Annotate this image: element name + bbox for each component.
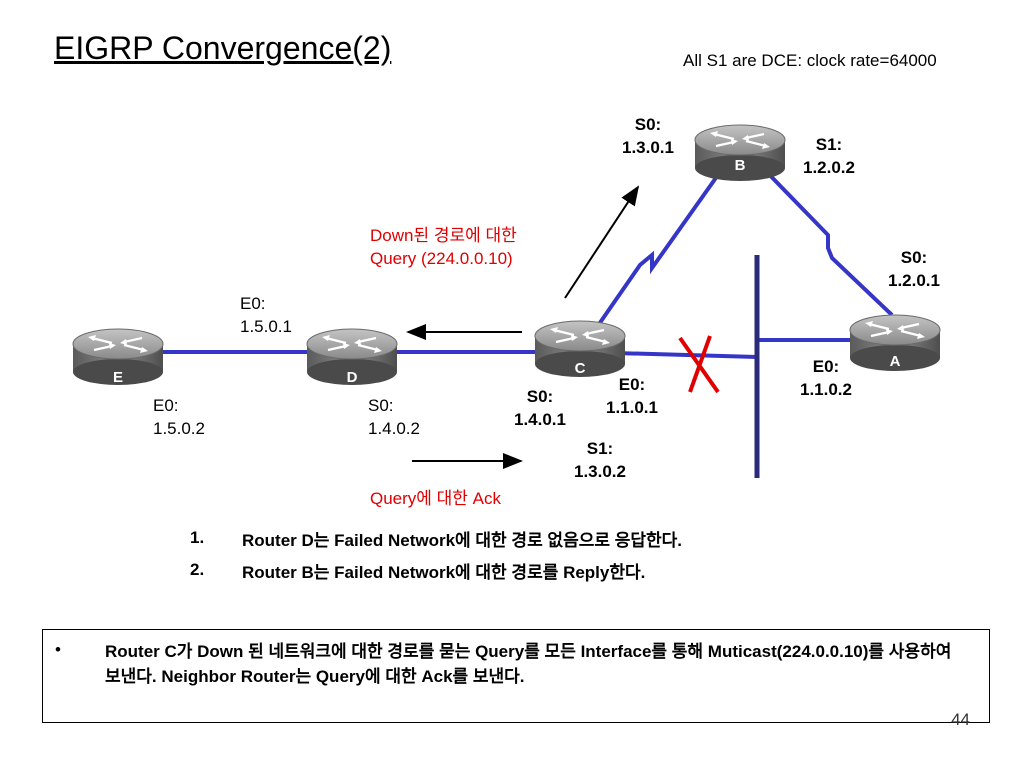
steps-list: 1. Router D는 Failed Network에 대한 경로 없음으로 … bbox=[190, 522, 682, 586]
link-failure-x-icon bbox=[678, 335, 720, 394]
router-a: A bbox=[848, 313, 942, 373]
router-e-label: E bbox=[113, 369, 123, 386]
dce-clock-note: All S1 are DCE: clock rate=64000 bbox=[683, 51, 937, 70]
step-item: 1. Router D는 Failed Network에 대한 경로 없음으로 … bbox=[190, 522, 682, 554]
page-number: 44 bbox=[951, 710, 970, 729]
router-e: E bbox=[71, 327, 165, 387]
d-e0-label: E0: 1.5.0.1 bbox=[240, 294, 292, 336]
e-e0-label: E0: 1.5.0.2 bbox=[153, 396, 205, 438]
query-annotation: Down된 경로에 대한 Query (224.0.0.10) bbox=[370, 226, 517, 268]
step-number: 1. bbox=[190, 528, 205, 547]
router-b-label: B bbox=[735, 157, 746, 174]
b-s1-label: S1: 1.2.0.2 bbox=[803, 135, 855, 177]
c-e0-label: E0: 1.1.0.1 bbox=[606, 375, 658, 417]
step-item: 2. Router B는 Failed Network에 대한 경로를 Repl… bbox=[190, 554, 682, 586]
router-a-label: A bbox=[890, 353, 901, 370]
a-s0-label: S0: 1.2.0.1 bbox=[888, 248, 940, 290]
router-c: C bbox=[533, 319, 627, 379]
query-arrow-to-b bbox=[564, 185, 640, 299]
step-text: Router D는 Failed Network에 대한 경로 없음으로 응답한… bbox=[242, 530, 682, 550]
router-d: D bbox=[305, 327, 399, 387]
summary-box: • Router C가 Down 된 네트워크에 대한 경로를 묻는 Query… bbox=[42, 629, 990, 723]
d-s0-label: S0: 1.4.0.2 bbox=[368, 396, 420, 438]
router-d-label: D bbox=[347, 369, 358, 386]
serial-link-c-b bbox=[586, 156, 732, 342]
router-b: B bbox=[693, 123, 787, 183]
a-e0-label: E0: 1.1.0.2 bbox=[800, 357, 852, 399]
router-c-label: C bbox=[575, 360, 586, 377]
c-s1-label: S1: 1.3.0.2 bbox=[574, 439, 626, 481]
c-s0-label: S0: 1.4.0.1 bbox=[514, 387, 566, 429]
serial-link-b-a bbox=[755, 160, 894, 317]
step-number: 2. bbox=[190, 560, 205, 579]
step-text: Router B는 Failed Network에 대한 경로를 Reply한다… bbox=[242, 562, 646, 582]
ack-annotation: Query에 대한 Ack bbox=[370, 489, 501, 508]
b-s0-label: S0: 1.3.0.1 bbox=[622, 115, 674, 157]
summary-text: Router C가 Down 된 네트워크에 대한 경로를 묻는 Query를 … bbox=[105, 642, 952, 686]
bullet-icon: • bbox=[55, 640, 61, 659]
slide-title: EIGRP Convergence(2) bbox=[54, 30, 392, 66]
